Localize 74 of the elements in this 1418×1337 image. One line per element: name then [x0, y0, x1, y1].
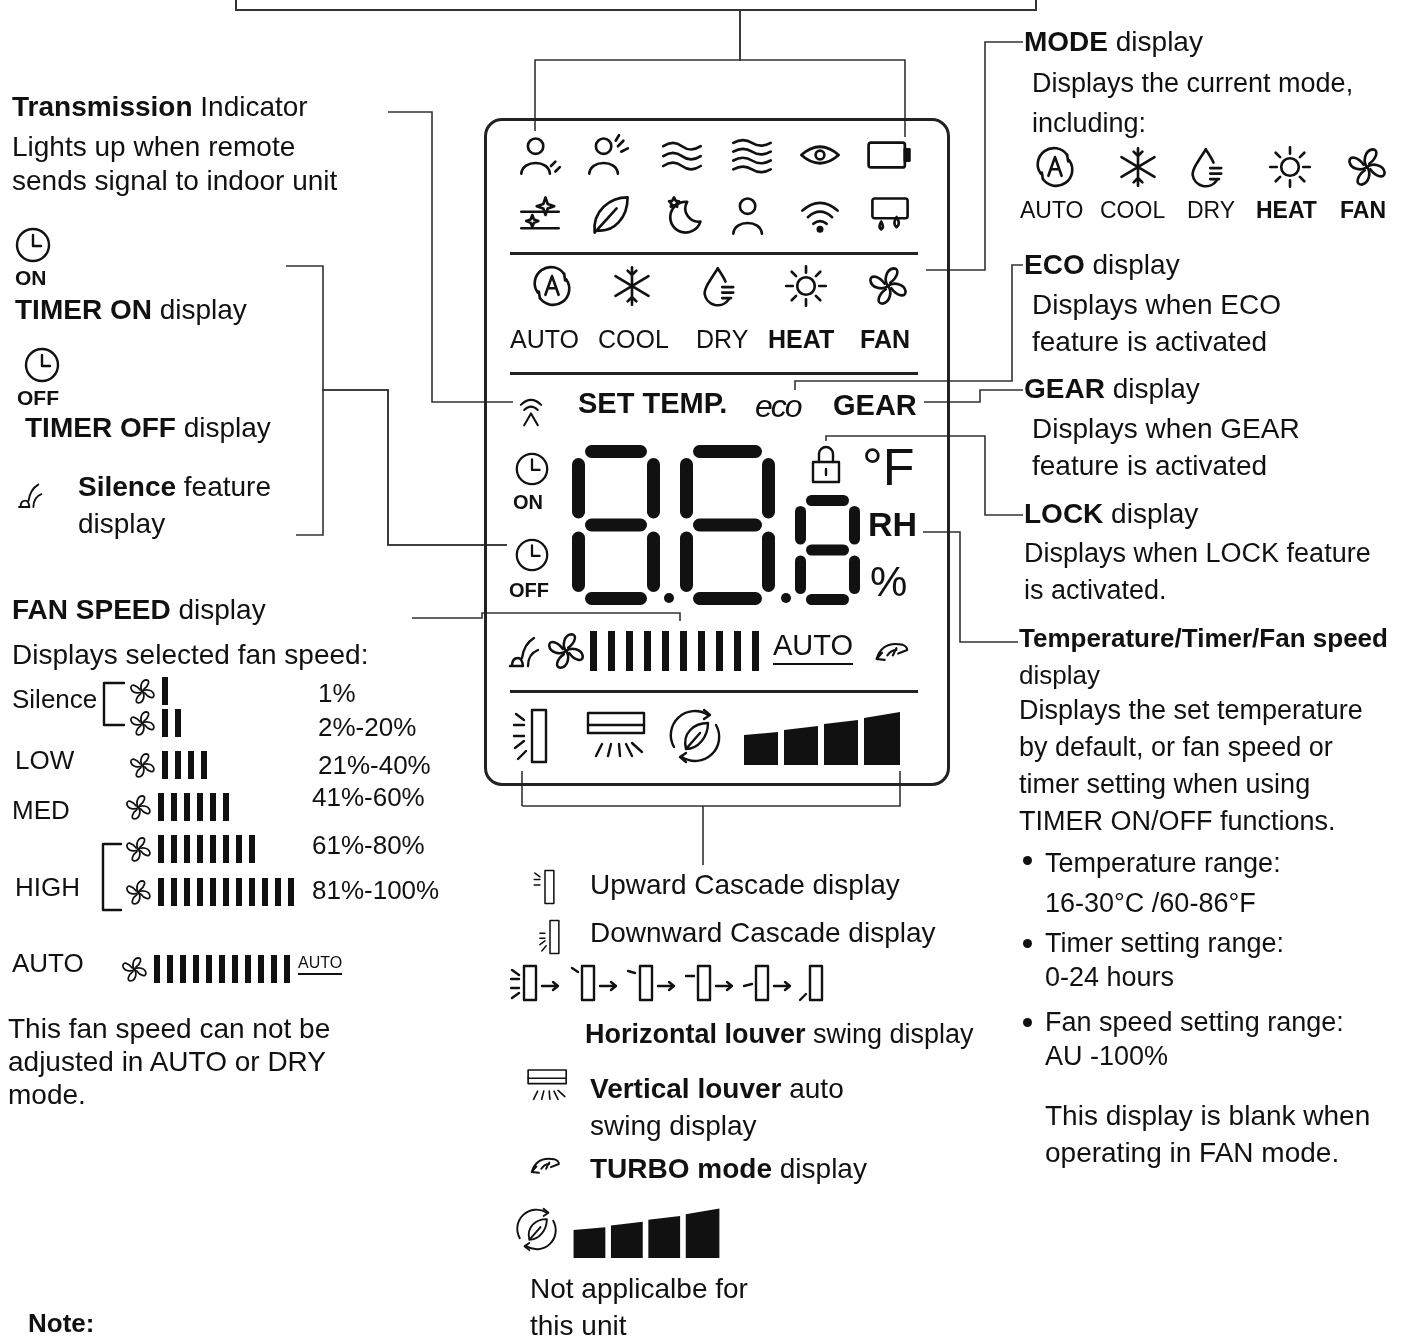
speed-level-label: HIGH	[15, 872, 80, 904]
description-text: TURBO mode display	[590, 1152, 867, 1186]
auto-label: AUTO	[773, 628, 854, 666]
percentage-label: 1%	[318, 678, 356, 710]
bullet-text: Temperature range: 16-30°C /60-86°F	[1045, 847, 1282, 920]
timer-label: OFF	[509, 578, 549, 603]
leader-line	[922, 531, 1019, 643]
bullet-text: Timer setting range: 0-24 hours	[1045, 927, 1286, 994]
note-heading: Note:	[28, 1308, 95, 1337]
callout-title: ECO display	[1024, 248, 1180, 282]
leader-line	[825, 435, 1024, 516]
callout-title: MODE display	[1024, 25, 1203, 59]
unit-label: °F	[862, 437, 915, 498]
percentage-label: 2%-20%	[318, 712, 417, 744]
bullet-text: Fan speed setting range: AU -100%	[1045, 1006, 1345, 1073]
leader-line	[925, 41, 1024, 271]
mode-label: AUTO	[1020, 196, 1084, 225]
mode-label: COOL	[598, 324, 669, 355]
callout-title: Silence feature display	[78, 470, 272, 541]
callout-title: Transmission Indicator	[12, 90, 308, 124]
eco-text: eco	[755, 387, 801, 426]
callout-title: TIMER OFF display	[25, 411, 271, 445]
callout-text: Lights up when remote sends signal to indoor unit	[12, 130, 339, 198]
mode-label: HEAT	[1256, 196, 1317, 225]
callout-title: LOCK display	[1024, 497, 1199, 531]
description-text: Upward Cascade display	[590, 868, 900, 902]
callout-title: Temperature/Timer/Fan speed display	[1019, 622, 1389, 692]
unit-label: RH	[868, 504, 918, 545]
mode-label: DRY	[696, 324, 749, 355]
leader-line	[295, 389, 508, 546]
auto-label: AUTO	[298, 953, 343, 975]
callout-text: Displays when LOCK feature is activated.	[1024, 537, 1372, 607]
speed-level-label: MED	[12, 795, 70, 827]
mode-label: FAN	[860, 324, 910, 355]
mode-label: AUTO	[510, 324, 579, 355]
callout-title: GEAR display	[1024, 372, 1200, 406]
timer-label: ON	[513, 490, 543, 515]
mode-label: DRY	[1187, 196, 1236, 225]
leader-line	[923, 389, 1024, 403]
percentage-label: 21%-40%	[318, 750, 431, 782]
frame-box	[235, 0, 1037, 11]
timer-label: ON	[15, 265, 47, 291]
percentage-label: 41%-60%	[312, 782, 425, 814]
mode-label: FAN	[1340, 196, 1386, 225]
callout-text: Displays the set temperature by default, or fan speed or timer setting when using TIMER ON/OFF functions.	[1019, 694, 1364, 838]
description-text: Horizontal louver swing display	[585, 1018, 974, 1051]
note-text: Not applicalbe for this unit	[530, 1272, 749, 1337]
display-label: GEAR	[833, 388, 917, 423]
leader-line	[521, 770, 901, 866]
lcd-screen	[484, 118, 950, 786]
display-label: SET TEMP.	[578, 386, 728, 421]
battery-icon	[866, 138, 912, 172]
callout-title: TIMER ON display	[15, 293, 247, 327]
callout-text: Displays when GEAR feature is activated	[1032, 412, 1301, 483]
callout-text: Displays the current mode, including:	[1032, 67, 1355, 140]
speed-level-label: Silence	[12, 684, 98, 716]
speed-level-label: LOW	[15, 745, 75, 777]
leader-line	[739, 10, 906, 138]
note-text: This fan speed can not be adjusted in AUTO or DRY mode.	[8, 1012, 332, 1111]
unit-label: %	[870, 557, 908, 607]
mode-label: HEAT	[768, 324, 835, 355]
description-text: Downward Cascade display	[590, 916, 936, 950]
note-text: This display is blank when operating in FAN mode.	[1045, 1099, 1372, 1170]
timer-label: OFF	[17, 385, 59, 411]
leader-line	[387, 111, 514, 403]
callout-text: Displays when ECO feature is activated	[1032, 288, 1282, 359]
callout-text: Displays selected fan speed:	[12, 638, 369, 672]
leader-line	[411, 612, 681, 622]
percentage-label: 81%-100%	[312, 875, 440, 907]
speed-level-label: AUTO	[12, 948, 84, 980]
leader-line	[794, 264, 1024, 391]
callout-title: FAN SPEED display	[12, 593, 266, 627]
mode-label: COOL	[1100, 196, 1166, 225]
percentage-label: 61%-80%	[312, 830, 425, 862]
